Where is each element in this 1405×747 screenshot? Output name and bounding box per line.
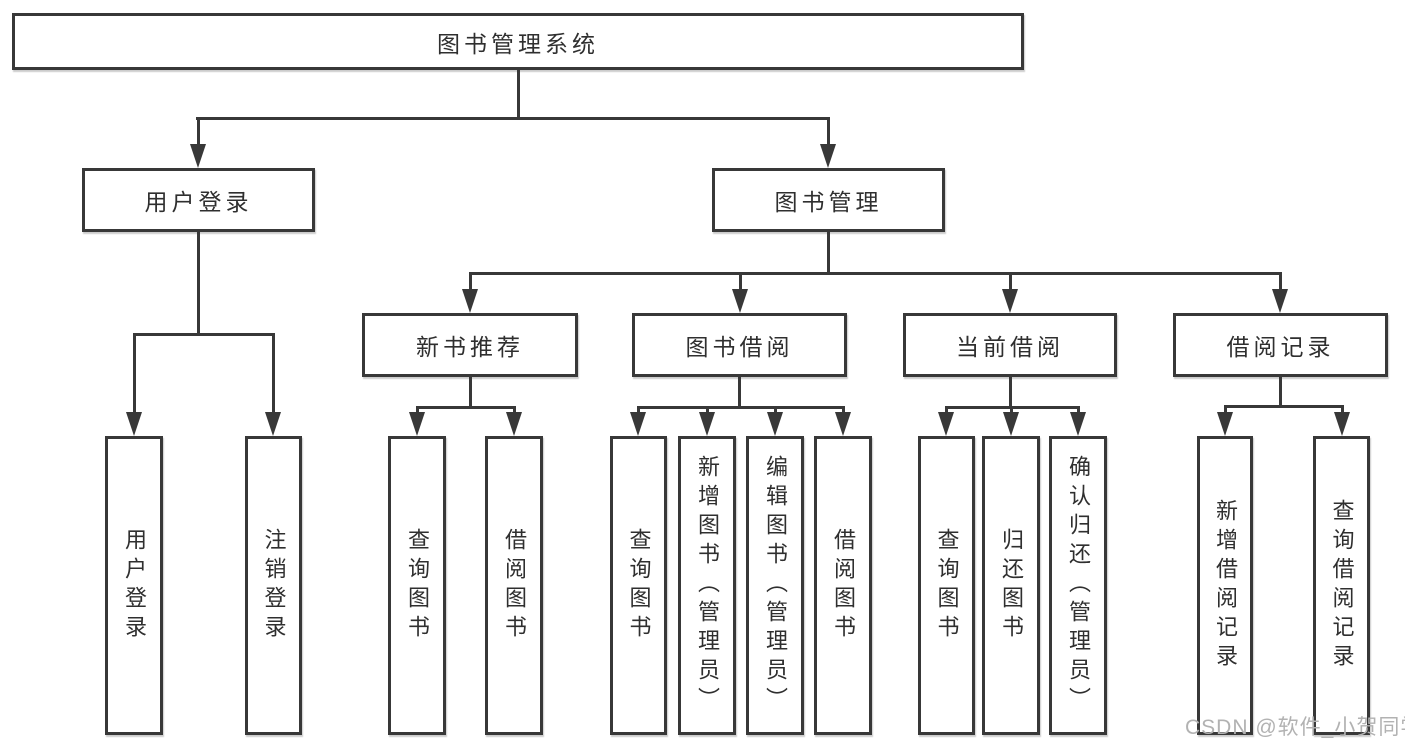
arrow-down-icon <box>409 412 425 436</box>
leaf-logout: 注销登录 <box>245 436 302 735</box>
connector-user-login-stub <box>197 232 200 333</box>
leaf-label: 借阅图书 <box>502 527 527 644</box>
connector-to-leaf <box>513 406 516 414</box>
leaf-label: 归还图书 <box>999 527 1024 644</box>
connector-to-leaf <box>1010 406 1013 414</box>
leaf-label: 确认归还（管理员） <box>1066 455 1091 716</box>
leaf-edit-book-admin: 编辑图书（管理员） <box>746 436 804 735</box>
csdn-watermark: CSDN @软件_小贺同学 <box>1185 716 1405 739</box>
arrow-down-icon <box>1003 412 1019 436</box>
connector-to-leaf <box>272 333 275 415</box>
node-book-borrowing: 图书借阅 <box>632 313 847 377</box>
arrow-down-icon <box>1334 412 1350 436</box>
node-borrow-records: 借阅记录 <box>1173 313 1388 377</box>
connector-to-leaf <box>1077 406 1080 414</box>
connector-to-group <box>469 272 472 292</box>
arrow-down-icon <box>462 289 478 313</box>
arrow-down-icon <box>1272 289 1288 313</box>
leaf-label: 新增借阅记录 <box>1213 498 1238 673</box>
leaf-add-borrow-record: 新增借阅记录 <box>1197 436 1253 735</box>
node-library-system: 图书管理系统 <box>12 13 1024 70</box>
connector-book-mgmt-spread <box>469 272 1281 275</box>
arrow-down-icon <box>835 412 851 436</box>
arrow-down-icon <box>1217 412 1233 436</box>
leaf-label: 查询借阅记录 <box>1329 498 1355 673</box>
node-current-borrowing: 当前借阅 <box>903 313 1117 377</box>
leaf-label: 查询图书 <box>405 527 430 644</box>
connector-to-leaf <box>706 406 709 414</box>
leaf-query-books-borrowing: 查询图书 <box>610 436 667 735</box>
connector-to-leaf <box>842 406 845 414</box>
connector-to-leaf <box>1224 405 1227 414</box>
leaf-label: 编辑图书（管理员） <box>763 455 788 716</box>
connector-root-spread <box>196 117 830 120</box>
arrow-down-icon <box>1070 412 1086 436</box>
connector-to-group <box>1279 272 1282 292</box>
connector-to-group <box>739 272 742 292</box>
connector-group-spread <box>637 406 844 409</box>
arrow-down-icon <box>699 412 715 436</box>
connector-group-stub <box>738 377 741 406</box>
leaf-label: 用户登录 <box>122 527 147 644</box>
leaf-label: 查询图书 <box>934 527 960 644</box>
arrow-down-icon <box>190 144 206 168</box>
connector-to-leaf <box>1341 405 1344 414</box>
leaf-return-book: 归还图书 <box>982 436 1040 735</box>
connector-to-book-management <box>827 117 830 149</box>
connector-to-leaf <box>774 406 777 414</box>
arrow-down-icon <box>1002 289 1018 313</box>
leaf-borrow-books-borrowing: 借阅图书 <box>814 436 872 735</box>
connector-group-stub <box>469 377 472 406</box>
leaf-query-books-recommend: 查询图书 <box>388 436 446 735</box>
node-user-login: 用户登录 <box>82 168 315 232</box>
leaf-user-login: 用户登录 <box>105 436 163 735</box>
connector-root-stub <box>517 70 520 117</box>
arrow-down-icon <box>265 412 281 436</box>
connector-to-leaf <box>945 406 948 414</box>
connector-group-stub <box>1009 377 1012 406</box>
arrow-down-icon <box>938 412 954 436</box>
leaf-label: 借阅图书 <box>831 527 856 644</box>
leaf-label: 新增图书（管理员） <box>695 455 720 716</box>
connector-to-group <box>1009 272 1012 292</box>
arrow-down-icon <box>126 412 142 436</box>
leaf-query-borrow-record: 查询借阅记录 <box>1313 436 1370 735</box>
node-book-management: 图书管理 <box>712 168 945 232</box>
connector-group-spread <box>416 406 515 409</box>
connector-to-leaf <box>637 406 640 414</box>
leaf-add-book-admin: 新增图书（管理员） <box>678 436 736 735</box>
connector-book-mgmt-stub <box>827 232 830 272</box>
arrow-down-icon <box>630 412 646 436</box>
leaf-label: 注销登录 <box>261 527 287 644</box>
arrow-down-icon <box>506 412 522 436</box>
leaf-label: 查询图书 <box>626 527 652 644</box>
connector-to-leaf <box>133 333 136 415</box>
arrow-down-icon <box>767 412 783 436</box>
connector-to-user-login <box>197 117 200 149</box>
leaf-query-books-current: 查询图书 <box>918 436 975 735</box>
arrow-down-icon <box>732 289 748 313</box>
node-new-book-recommend: 新书推荐 <box>362 313 578 377</box>
leaf-borrow-books-recommend: 借阅图书 <box>485 436 543 735</box>
connector-group-spread <box>1224 405 1343 408</box>
connector-group-stub <box>1279 377 1282 405</box>
arrow-down-icon <box>820 144 836 168</box>
connector-to-leaf <box>416 406 419 414</box>
connector-user-login-spread <box>133 333 275 336</box>
leaf-confirm-return-admin: 确认归还（管理员） <box>1049 436 1107 735</box>
